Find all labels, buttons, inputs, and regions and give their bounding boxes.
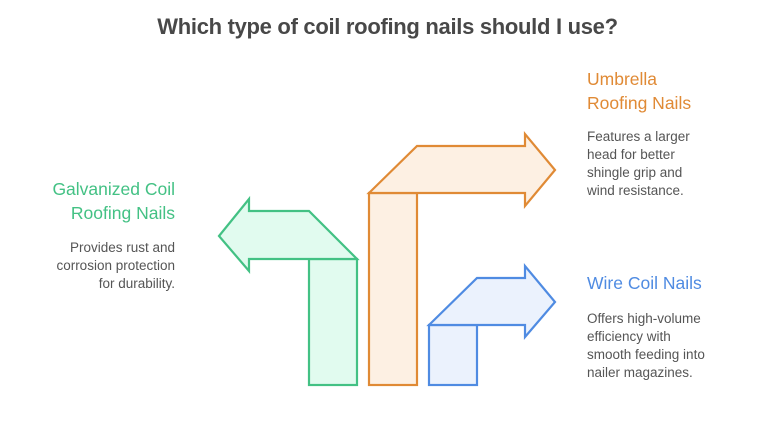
umbrella-heading-line: Roofing Nails [587,93,692,113]
galvanized-arrow [217,195,360,387]
wire-description-line: smooth feeding into [587,347,705,362]
umbrella-arrow [366,130,557,387]
wire-arrow-head [426,262,557,340]
galvanized-arrow-stem [307,257,359,387]
umbrella-arrow-head [366,130,557,210]
umbrella-description-line: head for better [587,147,675,162]
wire-heading: Wire Coil Nails [587,271,702,295]
galvanized-description-line: for durability. [98,276,175,291]
wire-description-line: nailer magazines. [587,365,693,380]
umbrella-description-line: wind resistance. [587,183,684,198]
umbrella-arrow-stem [367,191,419,387]
wire-arrow [426,262,557,387]
galvanized-arrow-head [217,195,360,274]
wire-arrow-stem [427,323,479,387]
umbrella-heading: Umbrella Roofing Nails [587,67,691,115]
umbrella-description-line: Features a larger [587,129,690,144]
umbrella-heading-line: Umbrella [587,69,658,89]
galvanized-description-line: Provides rust and [69,240,175,255]
galvanized-heading-line: Galvanized Coil [52,179,175,199]
wire-description-line: efficiency with [587,329,671,344]
diagram-title: Which type of coil roofing nails should … [157,14,618,39]
umbrella-description: Features a larger head for better shingl… [587,128,690,200]
galvanized-heading-line: Roofing Nails [70,203,175,223]
wire-description: Offers high-volume efficiency with smoot… [587,310,705,382]
galvanized-description: Provides rust and corrosion protection f… [56,239,175,293]
umbrella-description-line: shingle grip and [587,165,683,180]
wire-description-line: Offers high-volume [587,311,701,326]
wire-heading-line: Wire Coil Nails [587,273,702,293]
galvanized-heading: Galvanized Coil Roofing Nails [52,177,175,225]
galvanized-description-line: corrosion protection [56,258,175,273]
